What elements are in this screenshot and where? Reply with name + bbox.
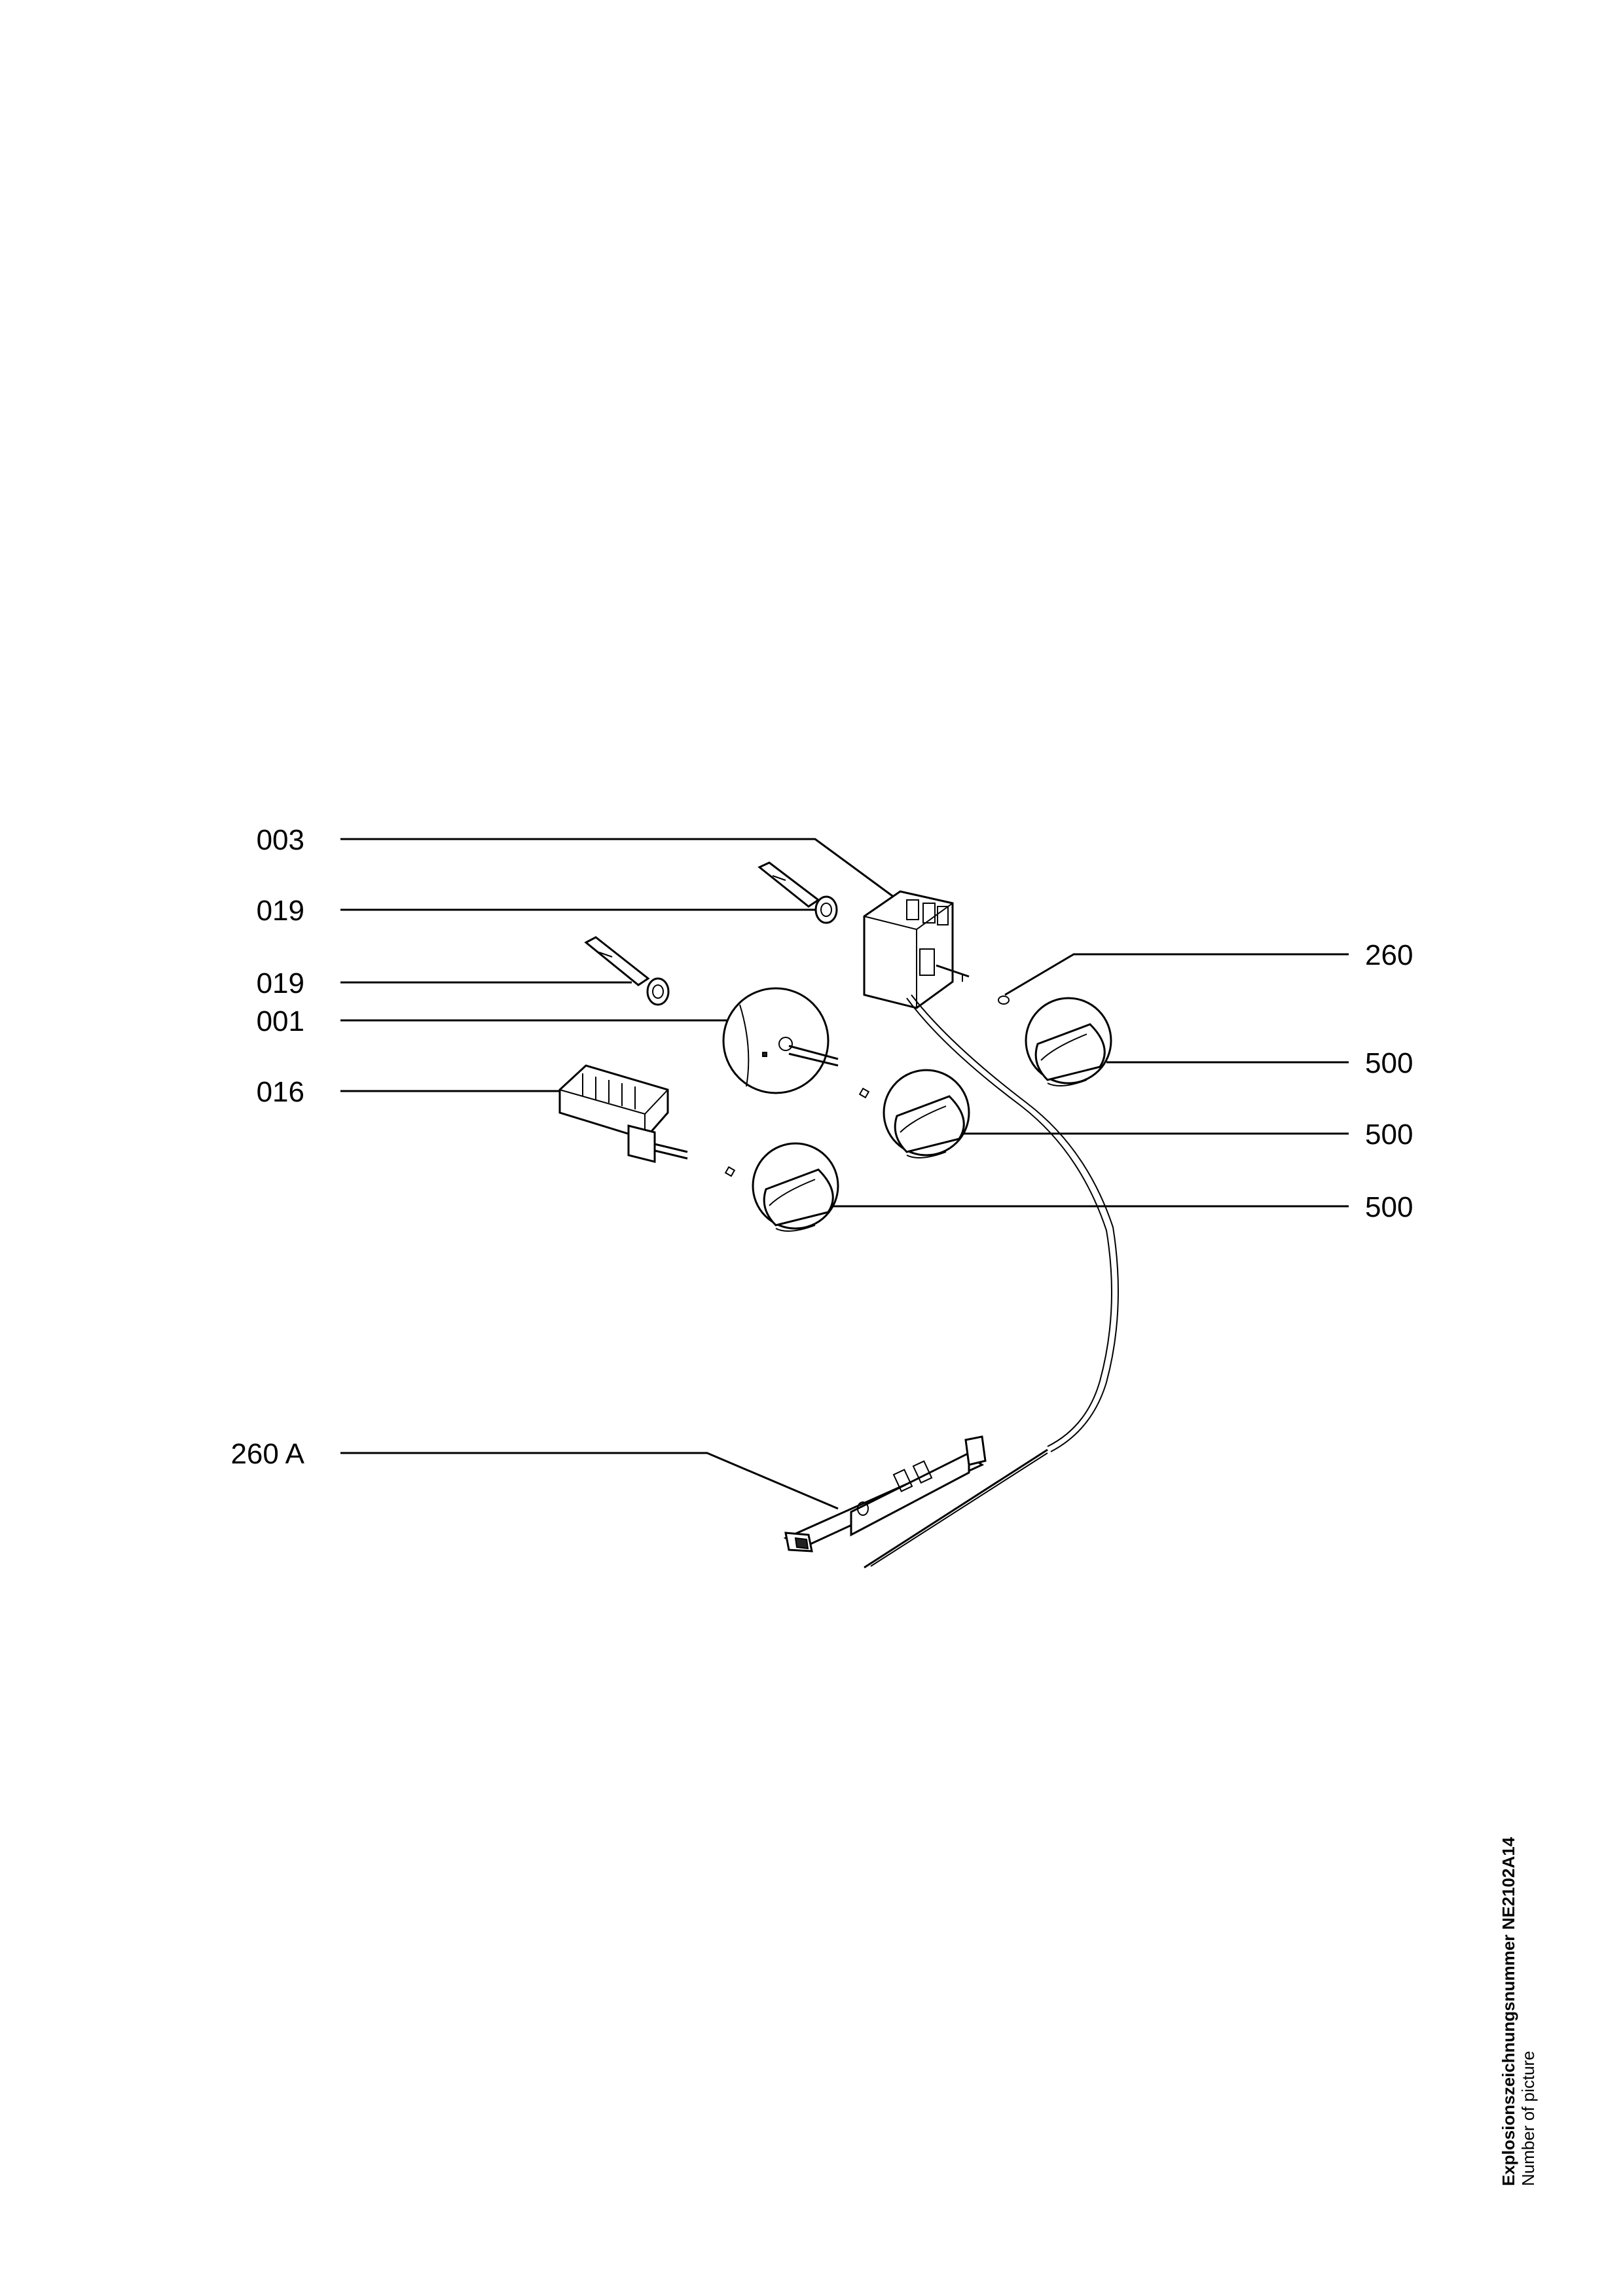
callout-001: 001: [256, 1005, 304, 1037]
leader-line-260A: [340, 1452, 839, 1510]
part-500-knob-upper: [1025, 997, 1112, 1086]
capillary-tube: [906, 997, 1112, 1447]
part-019-lamp-lower: [584, 936, 670, 1006]
drawing-number-label: Explosionszeichnungsnummer NE2102A14: [1499, 1837, 1518, 2186]
drawing-number-footer: Explosionszeichnungsnummer NE2102A14 Num…: [1499, 1837, 1539, 2186]
callout-019-a: 019: [256, 895, 304, 927]
callout-260A: 260 A: [230, 1438, 304, 1470]
part-500-knob-lower: [752, 1142, 839, 1232]
part-016-selector-switch: [558, 1064, 688, 1163]
picture-label: Number of picture: [1518, 2051, 1538, 2186]
leader-line-003: [340, 838, 907, 908]
callout-500-c: 500: [1365, 1191, 1413, 1223]
part-500-knob-middle: [883, 1069, 970, 1158]
spacer-clips: [724, 996, 1010, 1177]
part-019-lamp-upper: [757, 861, 838, 924]
callout-019-b: 019: [256, 967, 304, 999]
part-003-thermostat: [863, 890, 970, 1009]
part-001-regulator: [722, 987, 839, 1094]
callout-260: 260: [1365, 939, 1413, 971]
callout-500-a: 500: [1365, 1047, 1413, 1079]
capillary-tube-inner: [911, 994, 1119, 1452]
part-260A-bracket: [783, 1435, 1048, 1569]
callout-500-b: 500: [1365, 1119, 1413, 1151]
callout-003: 003: [256, 824, 304, 856]
leader-line-260: [1004, 953, 1349, 996]
callout-016: 016: [256, 1076, 304, 1108]
